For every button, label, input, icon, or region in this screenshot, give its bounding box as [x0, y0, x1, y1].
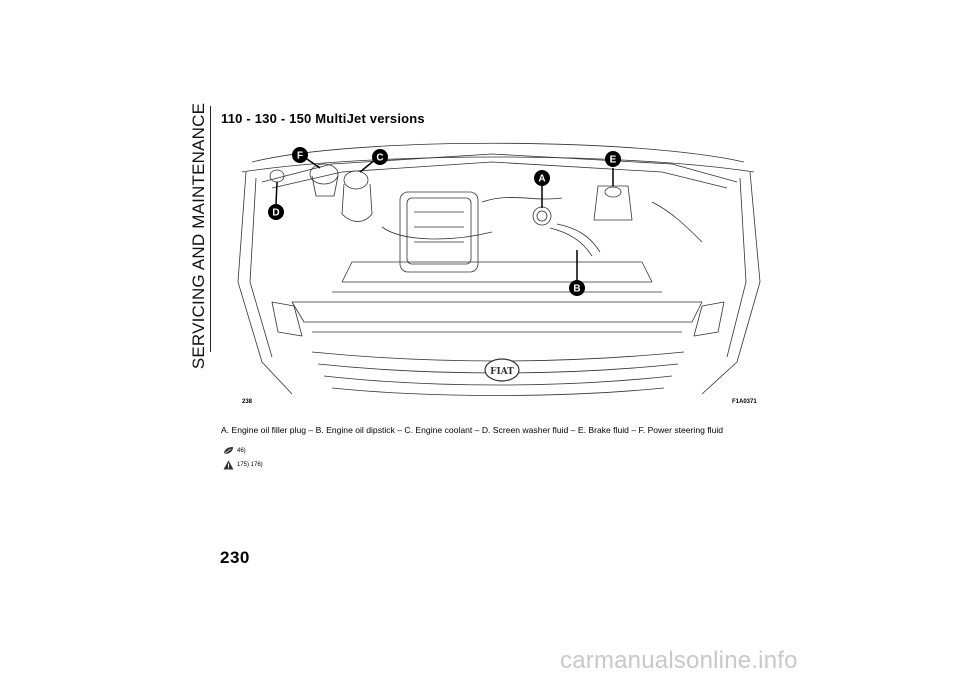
callout-label: A [538, 174, 545, 185]
figure-code: F1A0371 [732, 399, 757, 405]
watermark-text: carmanualsonline.info [560, 647, 798, 674]
page-number: 230 [220, 548, 250, 567]
engine-bay-illustration: FIAT F C E A D B [237, 142, 761, 396]
callout-E: E [605, 151, 621, 167]
callout-label: F [297, 151, 303, 162]
callout-label: E [610, 155, 617, 166]
figure-caption: A. Engine oil filler plug – B. Engine oi… [221, 425, 724, 435]
environment-leaf-icon [223, 447, 233, 455]
callout-label: C [376, 153, 383, 164]
environment-reference-row: 46) [223, 446, 246, 455]
section-title: SERVICING AND MAINTENANCE [189, 102, 208, 370]
warning-triangle-icon [223, 460, 234, 470]
version-heading: 110 - 130 - 150 MultiJet versions [221, 111, 425, 126]
environment-refs: 46) [237, 447, 246, 454]
warning-refs: 175) 176) [237, 462, 263, 468]
callout-D: D [268, 204, 284, 220]
callout-label: B [573, 284, 580, 295]
warning-reference-row: 175) 176) [223, 460, 263, 470]
callout-F: F [292, 147, 308, 163]
fiat-badge-logo: FIAT [490, 367, 514, 377]
section-divider [210, 106, 211, 352]
figure-number: 238 [242, 399, 253, 405]
callout-label: D [272, 208, 279, 219]
section-title-vertical: SERVICING AND MAINTENANCE [186, 103, 212, 369]
callout-C: C [372, 149, 388, 165]
callout-A: A [534, 170, 550, 186]
callout-B: B [569, 280, 585, 296]
